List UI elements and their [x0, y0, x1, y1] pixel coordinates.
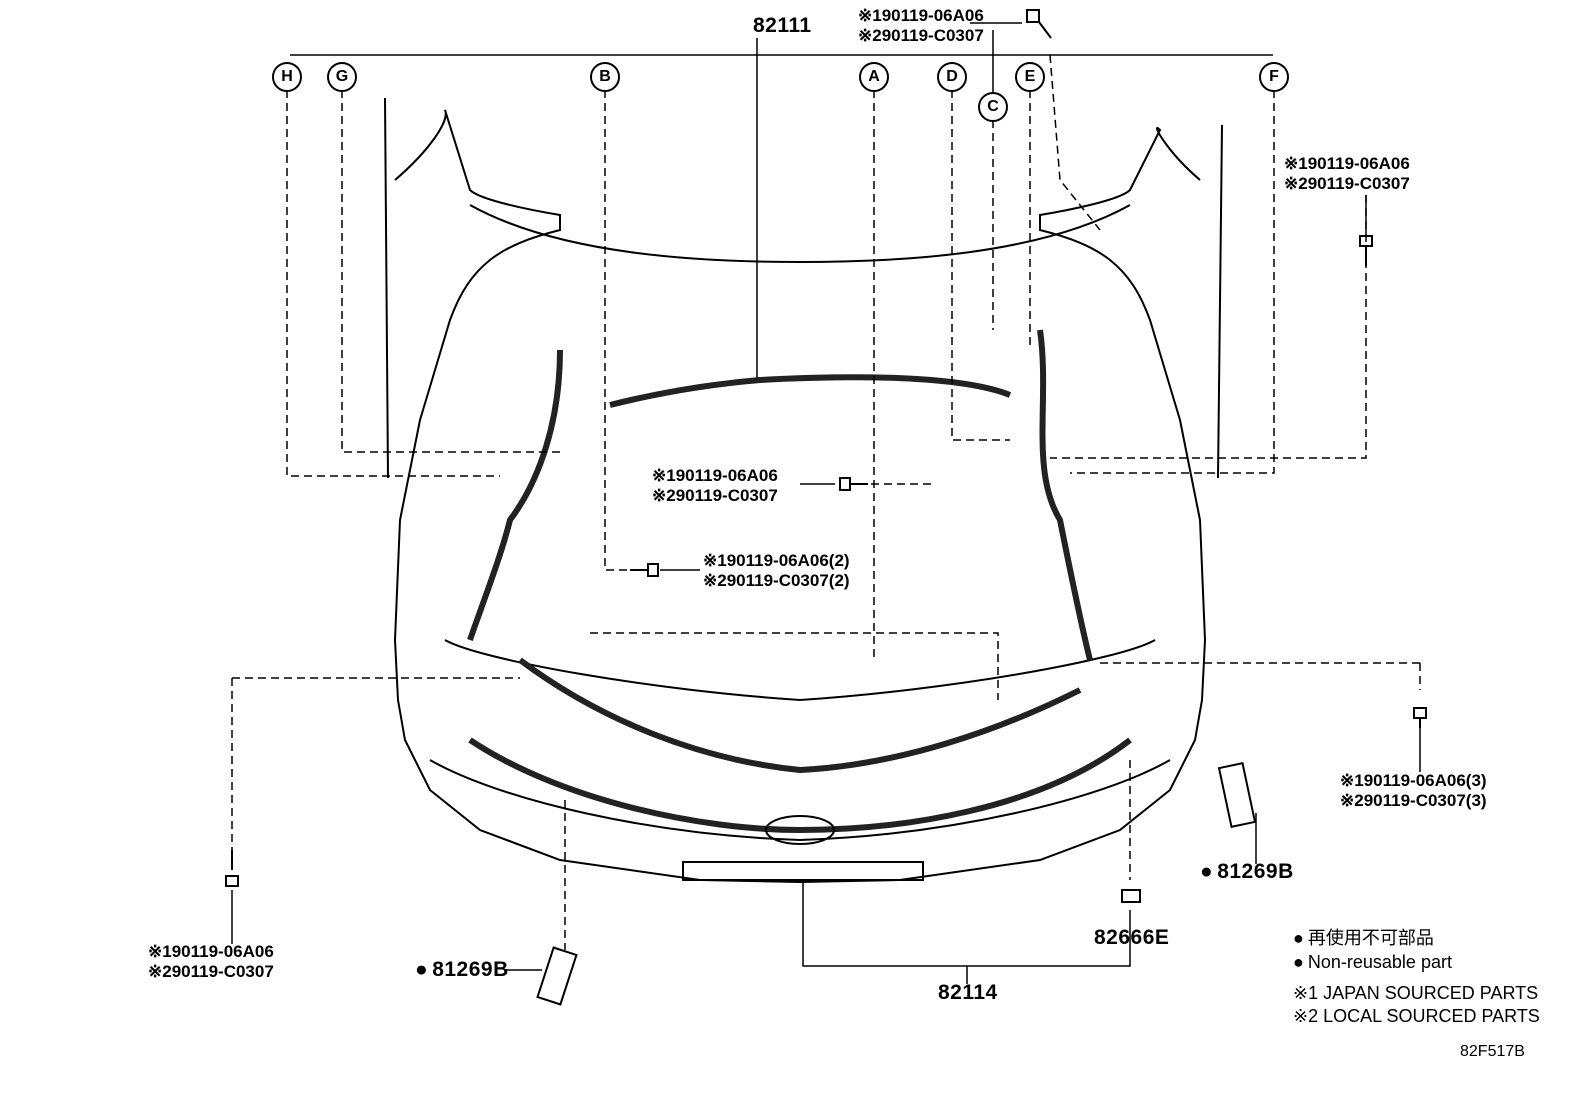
part-82114-label: 82114 [938, 981, 998, 1004]
bolt-icon [225, 9, 1427, 903]
center-bolt2-part-2: ※290119-C0307(2) [703, 571, 850, 590]
figure-code: 82F517B [1460, 1043, 1525, 1060]
connector-h: H [272, 62, 302, 92]
connector-g: G [327, 62, 357, 92]
connector-e: E [1015, 62, 1045, 92]
car-outline-right [799, 127, 1207, 883]
legend-non-reusable-jp: 再使用不可部品 [1293, 926, 1434, 950]
connector-c: C [978, 92, 1008, 122]
left-bolt-part-2: ※290119-C0307 [148, 962, 274, 981]
top-bolt-part-1: ※190119-06A06 [858, 6, 984, 25]
harness-right [1037, 329, 1093, 661]
part-82111-label: 82111 [753, 14, 812, 37]
harness-left [467, 349, 563, 641]
connector-d: D [937, 62, 967, 92]
legend-local-sourced: ※2 LOCAL SOURCED PARTS [1293, 1006, 1540, 1026]
harness-bottom [518, 657, 1082, 774]
legend-non-reusable-en: Non-reusable part [1293, 950, 1452, 974]
right-top-bolt-part-2: ※290119-C0307 [1284, 174, 1410, 193]
harness-main [609, 374, 1012, 408]
hood-top [469, 204, 1131, 264]
center-bolt2-part-1: ※190119-06A06(2) [703, 551, 850, 570]
right-bolt3-part-1: ※190119-06A06(3) [1340, 771, 1487, 790]
part-81269b-left-label: 81269B [415, 959, 509, 980]
connector-f: F [1259, 62, 1289, 92]
left-bolt-part-1: ※190119-06A06 [148, 942, 274, 961]
right-bolt3-part-2: ※290119-C0307(3) [1340, 791, 1487, 810]
part-81269b-right-label: 81269B [1200, 861, 1294, 882]
part-82666e-label: 82666E [1094, 926, 1170, 949]
connector-a: A [859, 62, 889, 92]
car-outline-left [393, 109, 801, 883]
connector-b: B [590, 62, 620, 92]
legend-japan-sourced: ※1 JAPAN SOURCED PARTS [1293, 983, 1539, 1003]
right-top-bolt-part-1: ※190119-06A06 [1284, 154, 1410, 173]
top-bolt-part-2: ※290119-C0307 [858, 26, 984, 45]
harness-front [468, 737, 1132, 834]
center-bolt-part-2: ※290119-C0307 [652, 486, 778, 505]
center-bolt-part-1: ※190119-06A06 [652, 466, 778, 485]
